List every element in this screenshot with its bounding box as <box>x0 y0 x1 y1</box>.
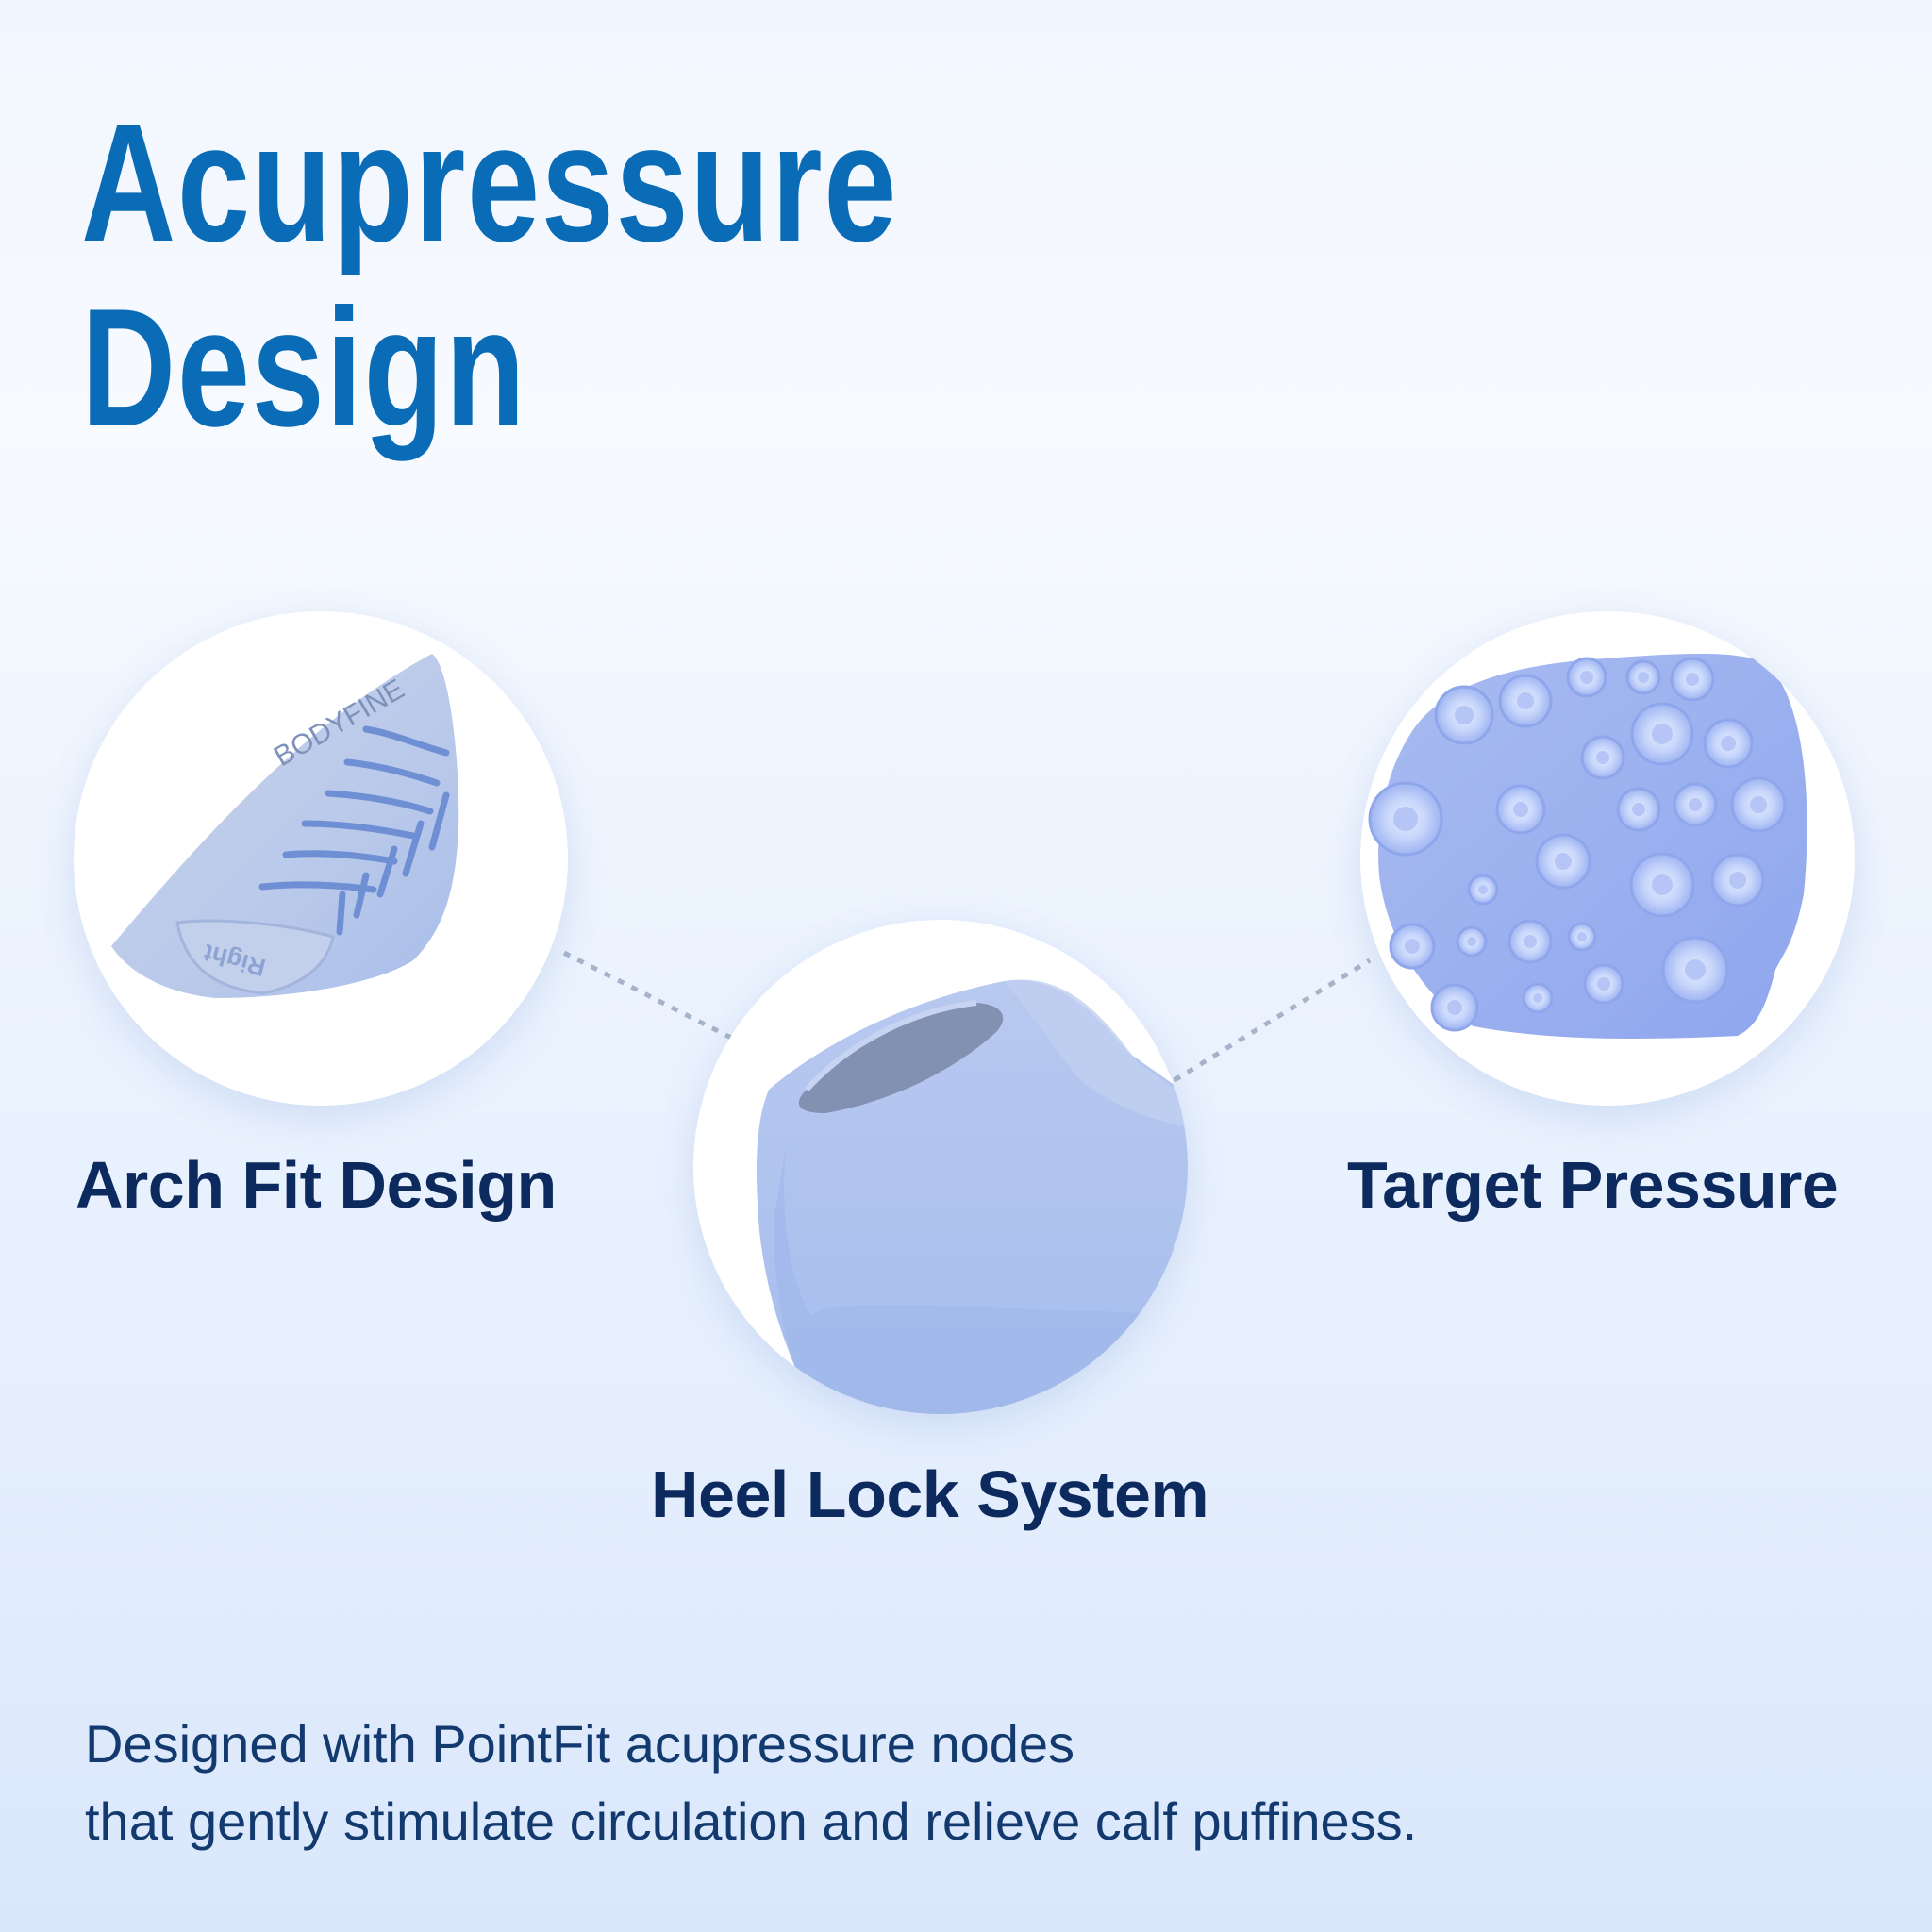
description-line-1: Designed with PointFit acupressure nodes <box>85 1714 1075 1774</box>
target-pressure-label: Target Pressure <box>1347 1148 1839 1222</box>
page-title: Acupressure Design <box>81 91 898 460</box>
heel-lock-label: Heel Lock System <box>651 1457 1209 1531</box>
title-line-2: Design <box>81 274 527 461</box>
target-pressure-image <box>1360 611 1855 1106</box>
arch-fit-image: BODYFINE Right <box>74 611 568 1106</box>
acupressure-nodes <box>1368 657 1787 1032</box>
connector-heel-target <box>1173 958 1372 1083</box>
arch-fit-label: Arch Fit Design <box>75 1148 557 1222</box>
connector-arch-heel <box>562 950 733 1041</box>
description-line-2: that gently stimulate circulation and re… <box>85 1791 1418 1851</box>
product-description: Designed with PointFit acupressure nodes… <box>85 1706 1417 1860</box>
heel-lock-image <box>693 920 1188 1414</box>
title-line-1: Acupressure <box>81 89 899 276</box>
